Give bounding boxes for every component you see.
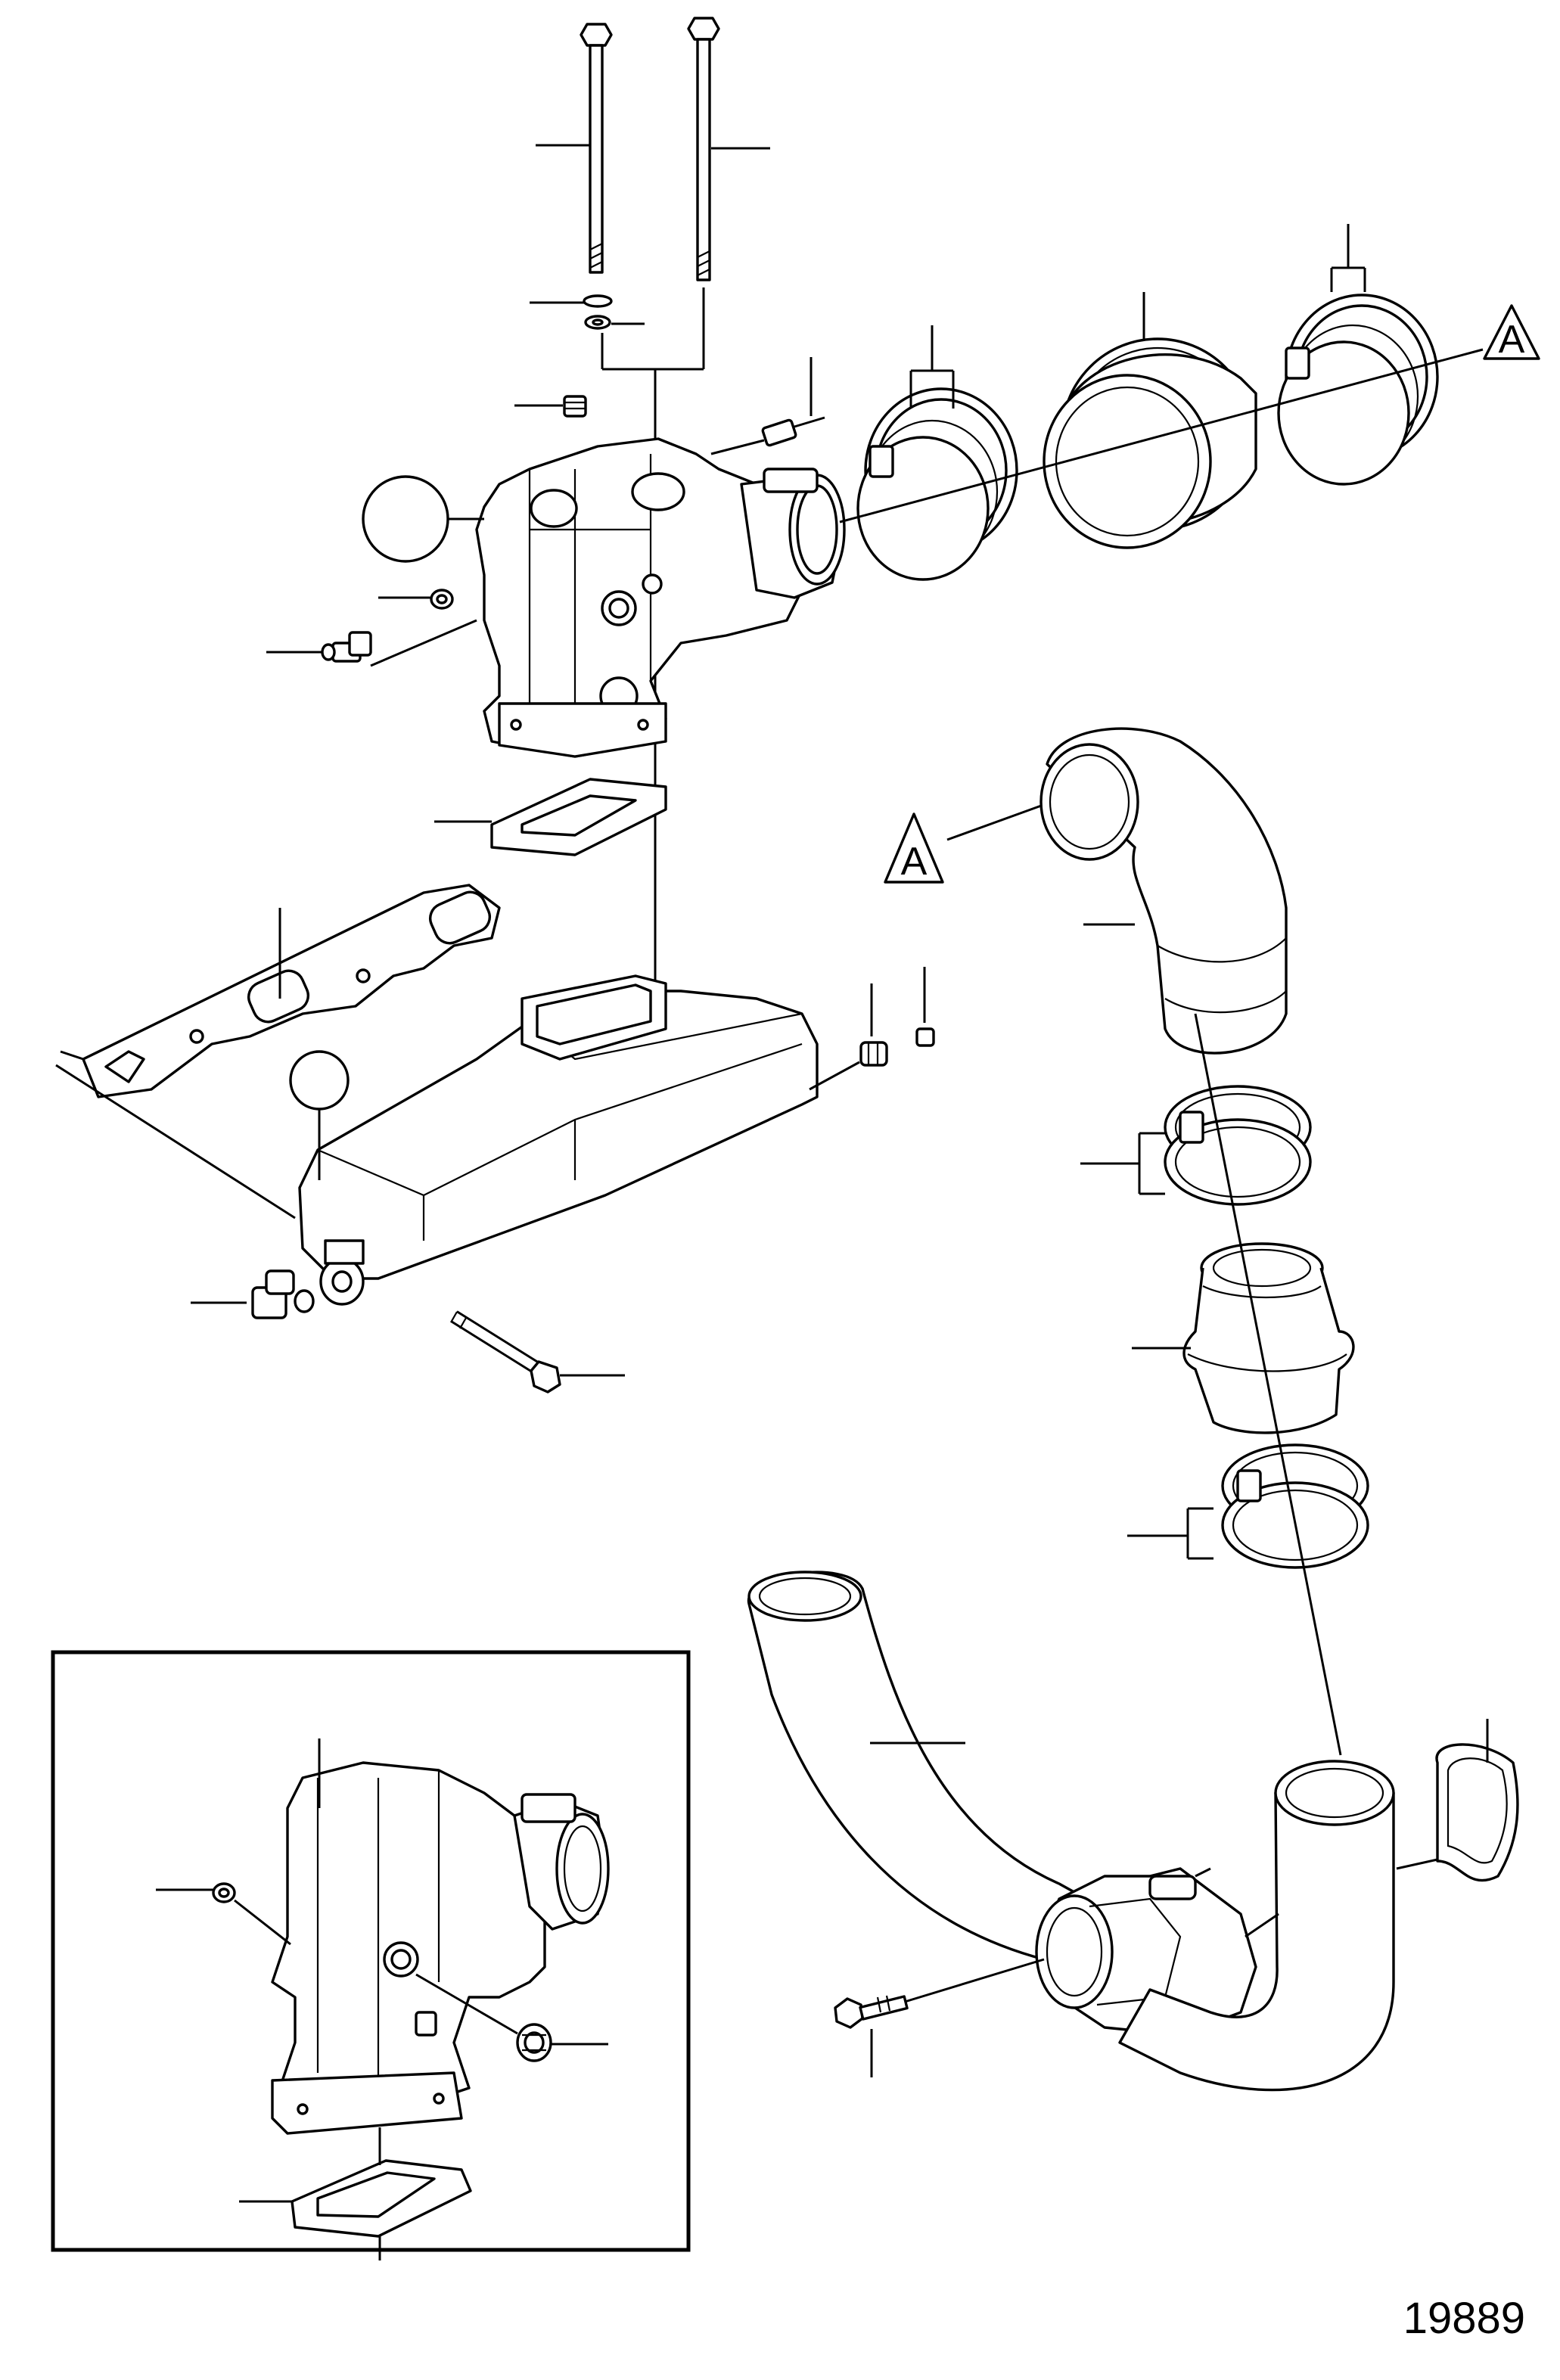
manifold-stud [450, 1310, 561, 1394]
exhaust-outlet-elbow [1035, 1867, 1257, 2037]
washer-upper [583, 294, 613, 308]
plug-manifold [915, 1027, 935, 1047]
outlet-gasket [1435, 1743, 1519, 1882]
plug-left-riser [430, 589, 454, 610]
figure-number: 19889 [1403, 2294, 1525, 2343]
exhaust-riser [475, 437, 846, 758]
rubber-bellows-upper [1043, 337, 1257, 549]
callout-circle-manifold [289, 1050, 350, 1180]
riser-gasket [490, 778, 667, 856]
washer-lower [584, 315, 611, 330]
elbow-fitting-manifold [251, 1269, 315, 1319]
long-bolt-left [580, 23, 613, 274]
marker-a-mid-text: A [901, 840, 928, 884]
outlet-bolt [834, 1995, 909, 2029]
manifold-gasket [82, 884, 501, 1098]
reference-marker-a-top: A [1483, 304, 1540, 362]
hose-clamp-mid-upper [1164, 1085, 1312, 1206]
inset-gasket [291, 2159, 472, 2238]
marker-a-top-text: A [1499, 318, 1525, 362]
hose-clamp-upper-right [1277, 294, 1439, 486]
callout-circle-riser [362, 475, 484, 563]
inset-exhaust-riser [271, 1761, 610, 2135]
exhaust-manifold [298, 974, 819, 1306]
inset-plug-left [212, 1882, 236, 1903]
drain-plug-top [563, 395, 587, 418]
inset-frame [51, 1650, 691, 2252]
long-exhaust-pipe [747, 1571, 1129, 1984]
hose-clamp-mid-lower [1221, 1443, 1369, 1569]
temperature-sensor [710, 416, 825, 455]
inset-plug-right [516, 2023, 552, 2062]
nipple-fitting-manifold [859, 1041, 888, 1067]
upper-exhaust-elbow [1039, 727, 1288, 1055]
long-bolt-right [687, 17, 720, 281]
reference-marker-a-mid: A [884, 812, 944, 884]
elbow-fitting-left-riser [321, 631, 372, 663]
hose-clamp-upper-left [856, 387, 1018, 581]
vertical-outlet-pipe [1118, 1760, 1395, 2092]
rubber-bellows-mid [1182, 1242, 1355, 1434]
